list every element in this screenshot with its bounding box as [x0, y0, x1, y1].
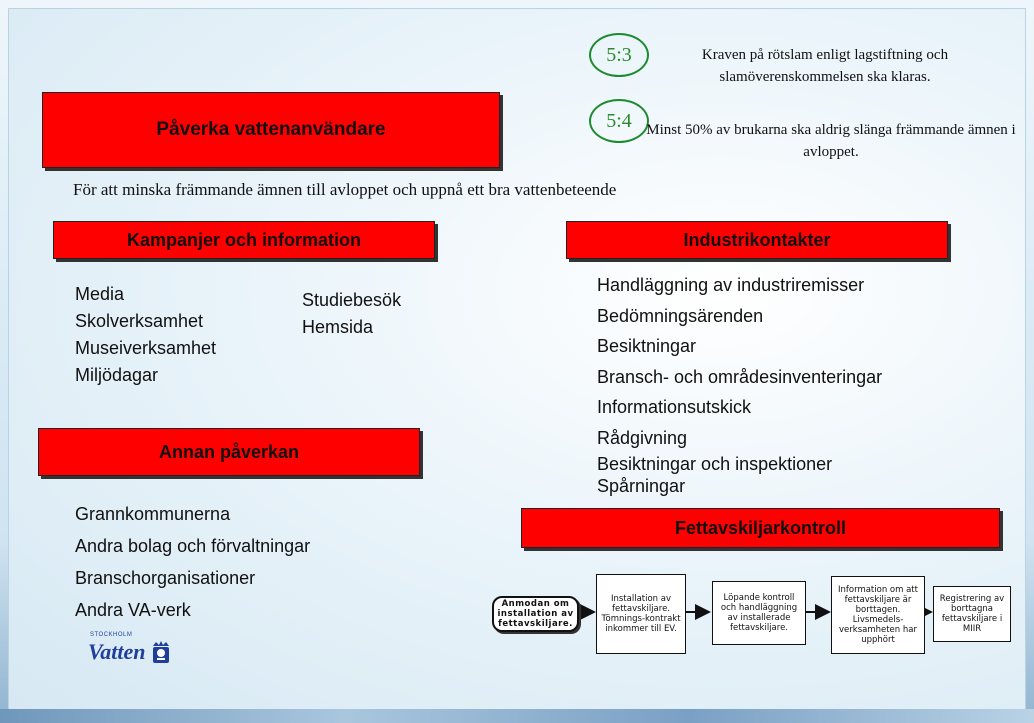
kampanjer-list-1: Media Skolverksamhet Museiverksamhet Mil…	[75, 281, 216, 389]
list-item: Grannkommunerna	[75, 504, 231, 524]
list-item: Museiverksamhet	[75, 338, 217, 358]
industri-heading-box: Industrikontakter	[566, 221, 948, 259]
fett-heading-box: Fettavskiljarkontroll	[521, 508, 1000, 548]
annan-heading-box: Annan påverkan	[38, 428, 420, 476]
industri-list: Handläggning av industriremisser Bedömni…	[597, 270, 882, 497]
flow-arrows	[579, 604, 933, 620]
logo-name: Vatten	[88, 639, 146, 664]
goal-text-5-3: Kraven på rötslam enligt lagstiftning oc…	[701, 47, 949, 85]
list-item: Spårningar	[597, 476, 686, 496]
annan-list: Grannkommunerna Andra bolag och förvaltn…	[75, 498, 310, 626]
stockholm-vatten-logo: STOCKHOLM Vatten	[72, 630, 202, 670]
list-item: Branschorganisationer	[75, 568, 256, 588]
list-item: Andra VA-verk	[75, 600, 191, 620]
subtitle: För att minska främmande ämnen till avlo…	[73, 180, 617, 199]
list-item: Rådgivning	[597, 427, 688, 448]
flow-step-5: Registrering av borttagna fettavskiljare…	[933, 586, 1011, 642]
list-item: Bedömningsärenden	[597, 305, 764, 326]
list-item: Studiebesök	[302, 290, 402, 310]
main-title: Påverka vattenanvändare	[156, 119, 386, 140]
list-item: Handläggning av industriremisser	[597, 275, 865, 295]
list-item: Andra bolag och förvaltningar	[75, 536, 311, 556]
annan-heading: Annan påverkan	[158, 441, 300, 462]
bottom-band	[0, 709, 1034, 723]
flow-step-1: Anmodan om installation av fettavskiljar…	[492, 596, 579, 632]
flow-step-2: Installation av fettavskiljare. Tömnings…	[596, 574, 686, 654]
slide: 5:3 Kraven på rötslam enligt lagstiftnin…	[8, 8, 1026, 715]
industri-heading: Industrikontakter	[683, 229, 831, 250]
goal-number-5-4: 5:4	[589, 99, 649, 143]
list-item: Media	[75, 284, 125, 304]
list-item: Hemsida	[302, 317, 374, 337]
main-title-box: Påverka vattenanvändare	[42, 92, 500, 168]
crown-shield-icon	[153, 641, 169, 663]
list-item: Miljödagar	[75, 365, 159, 385]
list-item: Bransch- och områdesinventeringar	[597, 366, 883, 387]
list-item: Besiktningar och inspektioner	[597, 454, 833, 474]
list-item: Skolverksamhet	[75, 311, 204, 331]
flow-step-3: Löpande kontroll och handläggning av ins…	[712, 581, 806, 645]
goal-text-5-4: Minst 50% av brukarna ska aldrig slänga …	[646, 122, 1016, 160]
kampanjer-heading-box: Kampanjer och information	[53, 221, 435, 259]
goal-number-5-3: 5:3	[589, 33, 649, 77]
kampanjer-list-2: Studiebesök Hemsida	[302, 287, 401, 341]
kampanjer-heading: Kampanjer och information	[126, 229, 362, 250]
fett-heading: Fettavskiljarkontroll	[674, 517, 847, 538]
flow-step-4: Information om att fettavskiljare är bor…	[831, 576, 925, 654]
logo-small-text: STOCKHOLM	[90, 632, 133, 638]
list-item: Besiktningar	[597, 336, 697, 356]
list-item: Informationsutskick	[597, 397, 752, 417]
